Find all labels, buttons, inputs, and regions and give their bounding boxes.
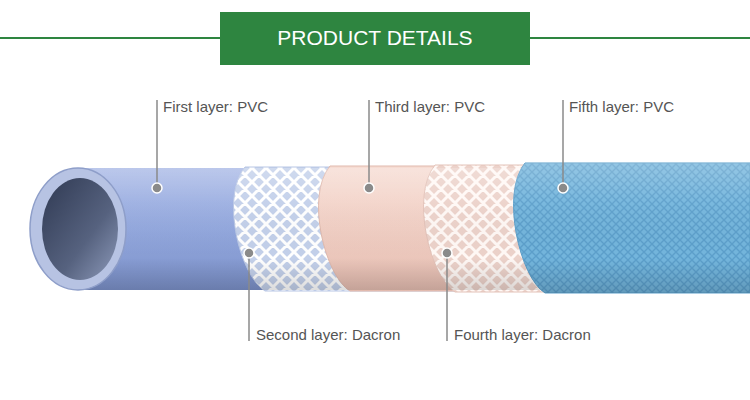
leader-lines xyxy=(157,100,563,341)
leader-line xyxy=(562,100,564,183)
leader-dot xyxy=(558,183,568,193)
leader-line xyxy=(368,100,370,183)
leader-line xyxy=(156,100,158,183)
header-rule xyxy=(528,37,750,39)
title-text: PRODUCT DETAILS xyxy=(277,26,472,50)
tube-shading xyxy=(20,160,750,300)
leader-dot xyxy=(364,183,374,193)
title-banner xyxy=(220,12,530,65)
leader-dot xyxy=(152,183,162,193)
layer-label: Fourth layer: Dacron xyxy=(454,326,591,344)
leader-line xyxy=(446,258,448,341)
layer-label: Second layer: Dacron xyxy=(256,326,400,344)
header-rule xyxy=(0,37,222,39)
layer-label: First layer: PVC xyxy=(163,98,268,116)
leader-dot xyxy=(442,248,452,258)
hose-rim xyxy=(30,168,126,290)
leader-dot xyxy=(244,248,254,258)
layer-label: Fifth layer: PVC xyxy=(569,98,674,116)
hose-bore xyxy=(42,178,118,280)
layer-label: Third layer: PVC xyxy=(375,98,485,116)
leader-dots xyxy=(152,183,568,258)
leader-line xyxy=(248,258,250,341)
